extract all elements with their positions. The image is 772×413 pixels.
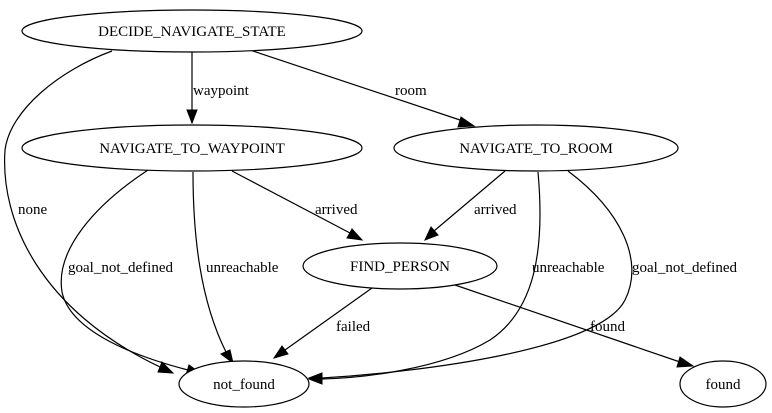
edge-waypoint-to-notfound-unreachable: unreachable [192,171,279,365]
arrowhead [157,361,175,374]
edge-label-failed: failed [336,319,371,335]
edge-room-to-find: arrived [424,170,517,241]
arrowhead [220,349,234,365]
edge-label-unreachable: unreachable [532,260,605,276]
edge-path [60,169,189,371]
node-label: not_found [213,377,275,393]
node-not-found[interactable]: not_found [178,360,310,408]
edge-label-goal-not-defined: goal_not_defined [632,260,737,276]
edge-path [321,171,541,380]
edge-label-none: none [18,202,48,218]
node-label: FIND_PERSON [350,259,450,275]
edge-find-to-found: found [454,284,695,368]
node-ellipse [21,9,363,53]
node-label: NAVIGATE_TO_WAYPOINT [99,141,285,157]
edge-room-to-notfound-goal: goal_not_defined [307,170,737,384]
edge-label-arrived: arrived [474,202,517,218]
edge-label-goal-not-defined: goal_not_defined [68,260,173,276]
arrowhead [457,116,476,128]
arrowhead [272,345,289,359]
node-label: DECIDE_NAVIGATE_STATE [98,24,286,40]
arrowhead [424,226,439,241]
edge-waypoint-to-find: arrived [231,170,364,241]
node-find-person[interactable]: FIND_PERSON [302,242,498,290]
edge-decide-to-notfound: none [3,50,175,374]
edge-find-to-notfound: failed [272,287,373,359]
edge-path [284,287,373,351]
edge-decide-to-waypoint: waypoint [186,51,250,125]
node-ellipse [679,360,767,408]
edge-label-waypoint: waypoint [193,83,250,99]
node-ellipse [302,242,498,290]
node-ellipse [178,360,310,408]
node-navigate-to-waypoint[interactable]: NAVIGATE_TO_WAYPOINT [21,124,363,172]
edge-path [3,50,161,368]
edge-path [192,171,227,353]
node-label: NAVIGATE_TO_ROOM [459,141,613,157]
edge-decide-to-room: room [249,49,476,128]
node-navigate-to-room[interactable]: NAVIGATE_TO_ROOM [393,124,679,172]
edge-label-room: room [395,83,427,99]
arrowhead [186,109,198,125]
edge-path [454,284,681,363]
edge-label-found: found [590,319,625,335]
arrowhead [346,228,364,241]
edge-label-unreachable: unreachable [206,260,279,276]
edge-path [249,49,464,122]
edge-path [231,170,351,234]
edge-waypoint-to-notfound-goal: goal_not_defined [60,169,202,376]
node-decide-navigate-state[interactable]: DECIDE_NAVIGATE_STATE [21,9,363,53]
edge-path [321,170,633,379]
edge-path [433,170,506,232]
arrowhead [676,356,695,368]
node-ellipse [21,124,363,172]
node-found[interactable]: found [679,360,767,408]
edge-label-arrived: arrived [315,202,358,218]
node-ellipse [393,124,679,172]
node-label: found [706,377,741,393]
arrowhead [307,372,323,384]
